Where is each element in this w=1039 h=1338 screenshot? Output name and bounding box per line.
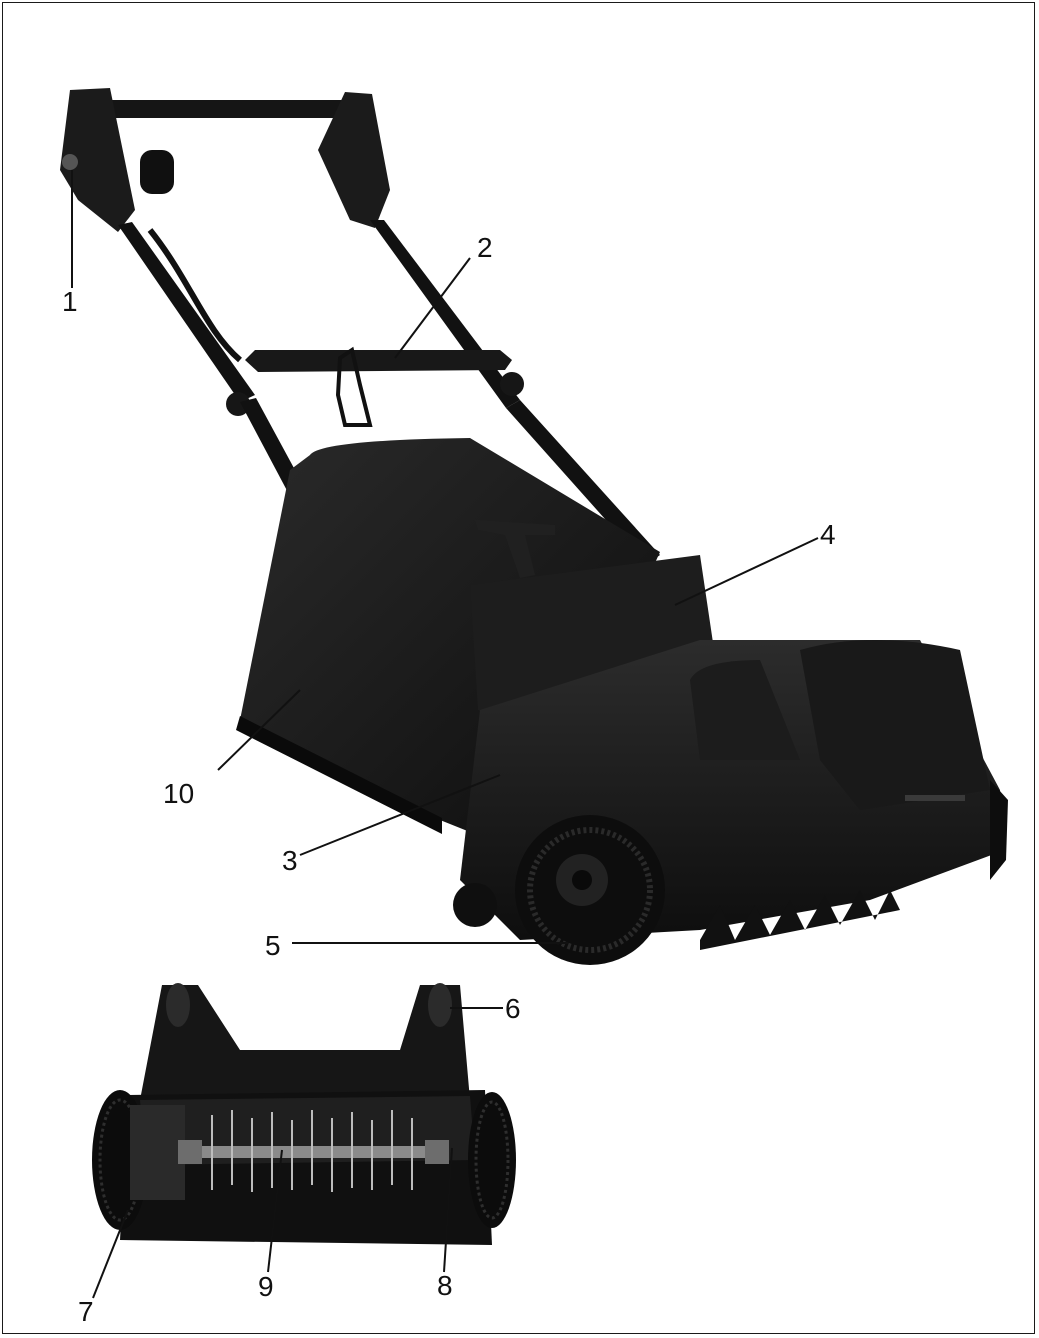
handle-assembly bbox=[60, 88, 660, 598]
callout-7: 7 bbox=[78, 1296, 94, 1327]
callout-8: 8 bbox=[437, 1270, 453, 1301]
callout-9: 9 bbox=[258, 1271, 274, 1302]
leader-lines bbox=[71, 170, 819, 1299]
callout-5: 5 bbox=[265, 930, 281, 961]
bag-holder-frame bbox=[245, 346, 512, 427]
callout-1: 1 bbox=[62, 286, 78, 317]
callout-4: 4 bbox=[820, 519, 836, 550]
callout-3: 3 bbox=[282, 845, 298, 876]
height-adjust-wheel bbox=[515, 815, 665, 965]
callout-2: 2 bbox=[477, 232, 493, 263]
callout-6: 6 bbox=[505, 993, 521, 1024]
scarifier-roller-unit bbox=[92, 983, 516, 1245]
callout-10: 10 bbox=[163, 778, 195, 809]
